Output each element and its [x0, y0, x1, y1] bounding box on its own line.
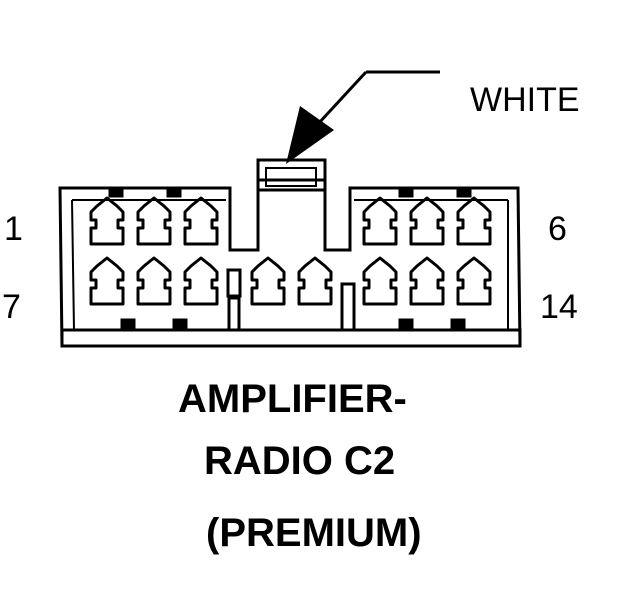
polarizing-post [226, 268, 242, 298]
connector-title: AMPLIFIER- RADIO C2 (PREMIUM) [178, 377, 422, 555]
connector-color-label: WHITE [470, 81, 580, 119]
terminal-cavity [297, 256, 333, 306]
polarizing-post [340, 282, 356, 332]
terminal-cavity [362, 196, 398, 246]
terminal-cavity [456, 196, 492, 246]
key-tab [108, 186, 124, 198]
callout-arrowhead [286, 106, 334, 164]
key-tab [398, 318, 414, 330]
callout-arrow-shaft [316, 70, 368, 126]
key-tab [120, 318, 136, 330]
terminal-cavity [456, 256, 492, 306]
polarizing-post [227, 296, 241, 332]
title-line-2: RADIO C2 [204, 439, 395, 483]
terminal-cavity [183, 256, 219, 306]
title-line-3: (PREMIUM) [206, 511, 422, 555]
color-callout [286, 70, 440, 164]
pin-label-7: 7 [2, 288, 21, 326]
pin-label-6: 6 [548, 210, 567, 248]
connector-inner-outline [71, 199, 509, 331]
key-tab [450, 318, 466, 330]
key-tab [172, 318, 188, 330]
terminal-cavity [89, 196, 125, 246]
key-tab [166, 186, 182, 198]
terminal-cavity [136, 256, 172, 306]
connector-latch-window [265, 167, 317, 187]
terminal-cavity [250, 256, 286, 306]
cavity-row-top [89, 196, 492, 246]
key-tab [456, 186, 472, 198]
terminal-cavity [183, 196, 219, 246]
connector-body [58, 158, 522, 348]
terminal-cavity [362, 256, 398, 306]
pin-label-1: 1 [4, 210, 23, 248]
terminal-cavity [136, 196, 172, 246]
connector-base-strip [60, 328, 522, 348]
terminal-cavity [89, 256, 125, 306]
terminal-cavity [409, 196, 445, 246]
connector-latch [256, 158, 327, 192]
pin-label-14: 14 [540, 288, 578, 326]
terminal-cavity [409, 256, 445, 306]
key-tab [398, 186, 414, 198]
title-line-1: AMPLIFIER- [178, 377, 407, 421]
cavity-row-bottom [89, 256, 492, 306]
